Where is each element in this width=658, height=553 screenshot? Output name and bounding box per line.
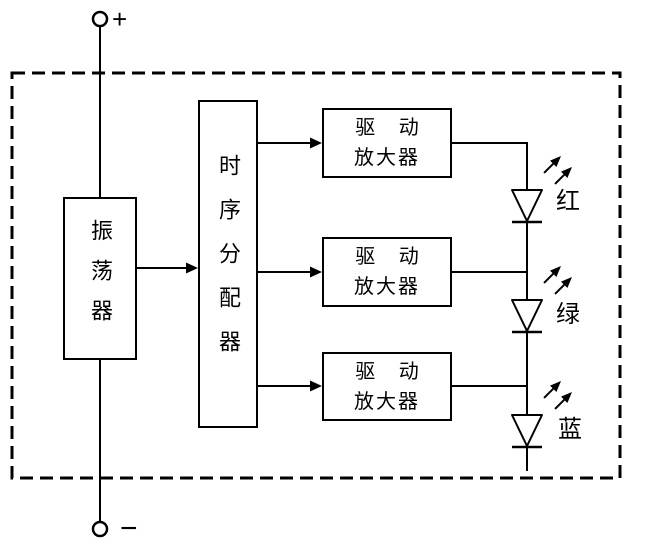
- minus-terminal-icon: [91, 520, 109, 538]
- arrow-oscillator-to-distributor: [137, 262, 198, 274]
- emission-arrow-icon: [554, 277, 572, 295]
- timing-distributor-block: 时序分配器: [198, 100, 258, 428]
- emission-arrow-icon: [543, 156, 561, 174]
- emission-arrow-icon: [543, 266, 561, 284]
- drive-amplifier-label: 驱 动 放大器: [354, 357, 420, 417]
- drive-amplifier-label-line1: 驱 动: [355, 360, 419, 383]
- led-symbol-blue: [511, 381, 572, 449]
- minus-terminal-label: −: [120, 512, 138, 545]
- plus-terminal-icon: [91, 10, 109, 28]
- emission-arrow-icon: [554, 167, 572, 185]
- drive-amplifier-label-line1: 驱 动: [355, 246, 419, 268]
- arrow-head-icon: [310, 380, 322, 392]
- plus-terminal-label: +: [112, 4, 128, 34]
- drive-amplifier-label: 驱 动 放大器: [354, 242, 420, 302]
- drive-amplifier-label-line1: 驱 动: [355, 117, 419, 139]
- diode-triangle-icon: [511, 189, 543, 222]
- drive-amplifier-block-3: 驱 动 放大器: [322, 352, 452, 421]
- led-symbol-green: [511, 266, 572, 334]
- led-label-blue: 蓝: [558, 416, 582, 443]
- diode-triangle-icon: [511, 414, 543, 447]
- drive-amplifier-label-line2: 放大器: [354, 276, 420, 298]
- arrow-head-icon: [186, 262, 198, 274]
- drive-amplifier-label-line2: 放大器: [354, 390, 420, 413]
- arrow-head-icon: [310, 137, 322, 149]
- led-symbol-red: [511, 156, 572, 224]
- emission-arrow-icon: [554, 392, 572, 410]
- oscillator-block: 振荡器: [63, 197, 137, 360]
- drive-amplifier-block-1: 驱 动 放大器: [322, 108, 452, 178]
- arrow-distributor-to-amp3: [258, 380, 322, 392]
- arrow-distributor-to-amp1: [258, 137, 322, 149]
- arrow-distributor-to-amp2: [258, 266, 322, 278]
- dashed-boundary: [10, 71, 622, 480]
- led-label-red: 红: [556, 188, 580, 215]
- arrow-head-icon: [310, 266, 322, 278]
- drive-amplifier-label: 驱 动 放大器: [354, 113, 420, 173]
- emission-arrow-icon: [543, 381, 561, 399]
- drive-amplifier-block-2: 驱 动 放大器: [322, 237, 452, 307]
- timing-distributor-label: 时序分配器: [216, 154, 241, 374]
- drive-amplifier-label-line2: 放大器: [354, 147, 420, 169]
- oscillator-label: 振荡器: [88, 218, 113, 339]
- diode-triangle-icon: [511, 299, 543, 332]
- led-label-green: 绿: [556, 301, 580, 328]
